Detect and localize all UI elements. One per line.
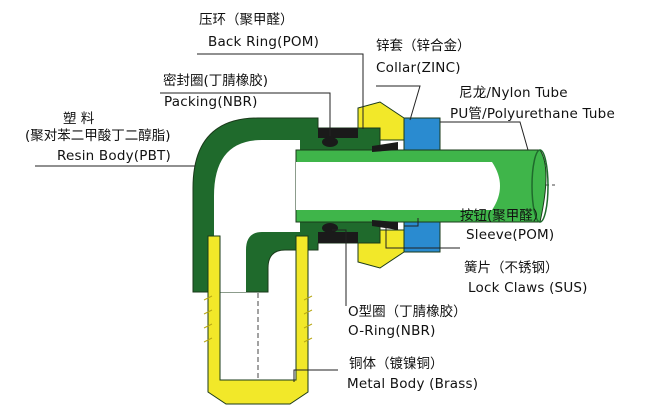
sleeve-label-en: Sleeve(POM)	[466, 227, 555, 243]
metal-body	[207, 235, 309, 405]
resin-body-label-cn-2: (聚对苯二甲酸丁二醇脂)	[25, 128, 171, 144]
collar-label-cn: 锌套（锌合金）	[376, 38, 471, 54]
leader-collar	[376, 85, 421, 121]
tube-label-line-1: 尼龙/Nylon Tube	[459, 85, 568, 101]
packing-top	[322, 137, 338, 147]
leader-tube	[440, 121, 529, 151]
metal-body-label-en: Metal Body (Brass)	[347, 376, 479, 392]
back-ring-bottom	[318, 232, 358, 243]
leader-back-ring	[197, 53, 364, 129]
lock-claws-top	[372, 142, 398, 152]
back-ring-label-cn: 压环（聚甲醛）	[199, 12, 294, 28]
sleeve-label-cn: 按钮(聚甲醛）	[460, 208, 547, 224]
tube-label-line-2: PU管/Polyurethane Tube	[450, 106, 615, 122]
packing-label-cn: 密封圈(丁腈橡胶)	[163, 73, 269, 89]
body-inner-passage	[214, 140, 300, 292]
o-ring-label-en: O-Ring(NBR)	[348, 323, 436, 339]
lock-claws-label-cn: 簧片（不锈钢）	[464, 260, 559, 276]
leader-o-ring	[332, 229, 347, 306]
collar-label-en: Collar(ZINC)	[376, 60, 461, 76]
leader-lock-claws	[385, 226, 460, 249]
leader-lines	[35, 53, 529, 382]
leader-packing	[160, 92, 331, 136]
resin-body-label-cn-1: 塑 料	[63, 111, 95, 127]
lock-claws-label-en: Lock Claws (SUS)	[468, 280, 588, 296]
packing-bottom	[322, 223, 338, 233]
metal-body-label-cn: 铜体（镀镍铜）	[349, 356, 444, 372]
back-ring-top	[318, 128, 358, 138]
back-ring-label-en: Back Ring(POM)	[208, 34, 320, 50]
lock-claws-bottom	[372, 220, 398, 230]
packing-label-en: Packing(NBR)	[164, 94, 258, 110]
tube-bore	[296, 162, 500, 210]
o-ring-label-cn: O型圈（丁腈橡胶）	[348, 304, 467, 320]
sleeve-bottom	[403, 221, 441, 253]
metal-body-threads	[203, 295, 313, 343]
leader-sleeve	[404, 218, 419, 227]
tube-end	[531, 149, 549, 223]
leader-metal-body	[293, 369, 338, 382]
resin-body-label-en: Resin Body(PBT)	[57, 148, 171, 164]
sleeve-top	[403, 117, 441, 151]
